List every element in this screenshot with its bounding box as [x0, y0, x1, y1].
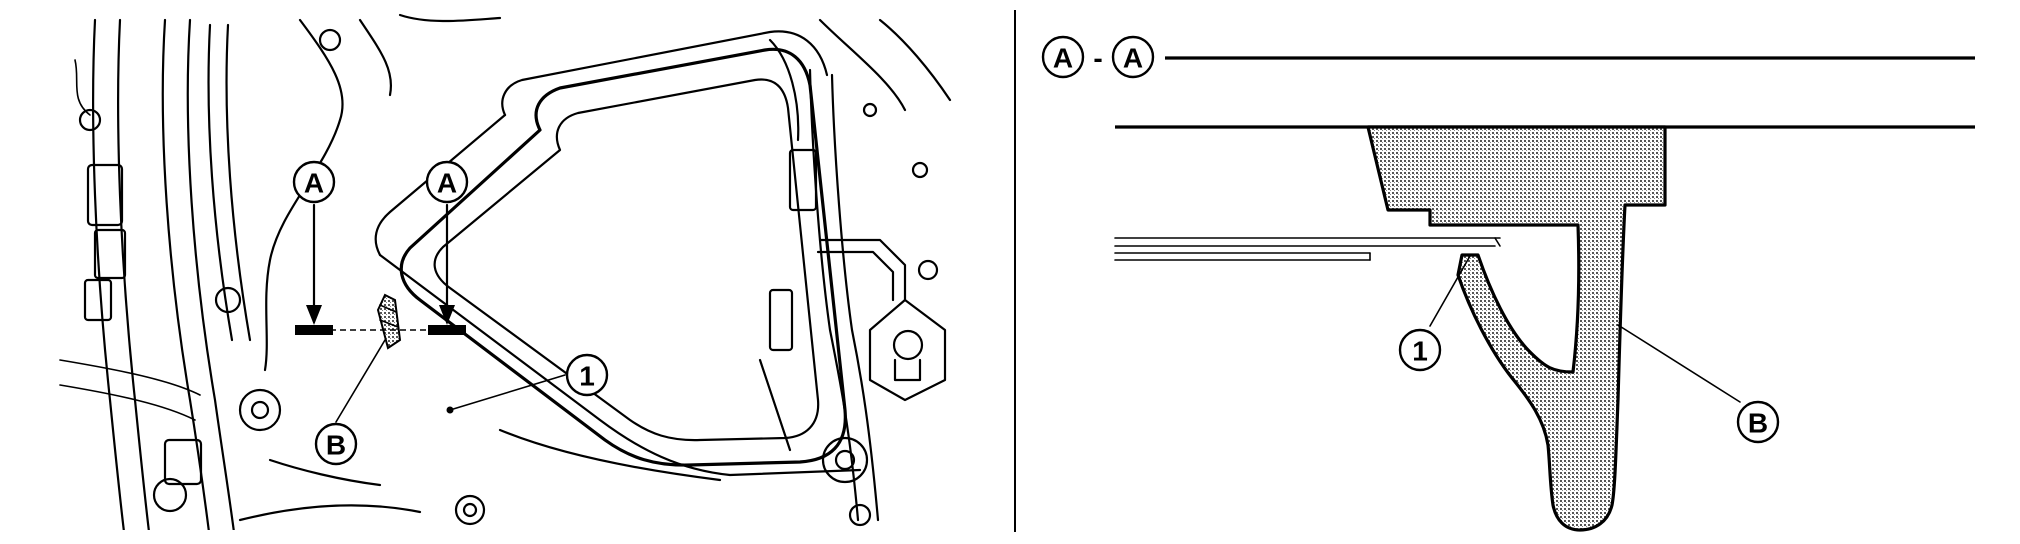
callout-part-1-right: 1: [1398, 328, 1442, 372]
leader-part-b: [335, 339, 386, 423]
harness-connector: [86, 163, 124, 227]
svg-text:B: B: [1748, 408, 1768, 439]
callout-part-1-left: 1: [565, 353, 609, 397]
door-panel-view: [59, 13, 952, 530]
svg-text:1: 1: [1412, 336, 1428, 367]
leader-part-1-right: [1429, 255, 1471, 327]
section-line-a-a: [295, 203, 466, 335]
section-title-a1: A: [1053, 43, 1073, 74]
seal-channel: [758, 68, 907, 522]
section-title-dash: -: [1093, 43, 1102, 74]
wire-harness: [59, 18, 252, 530]
panel-holes: [214, 28, 939, 527]
section-mark-left: [295, 325, 333, 335]
weatherstrip-marker: [376, 293, 402, 350]
section-title: A - A: [1041, 35, 1155, 79]
callout-a-left: A: [292, 160, 336, 204]
section-mark-right: [428, 325, 466, 335]
svg-text:A: A: [304, 168, 324, 199]
svg-text:B: B: [326, 430, 346, 461]
leader-part-b-right: [1617, 324, 1741, 403]
callout-part-b-left: B: [314, 422, 358, 466]
section-title-a2: A: [1123, 43, 1143, 74]
svg-text:1: 1: [579, 361, 595, 392]
weatherstrip-section: [1366, 125, 1667, 532]
door-clip: [868, 298, 947, 402]
callout-a-right: A: [425, 160, 469, 204]
callout-part-b-right: B: [1736, 400, 1780, 444]
panel-contours: [238, 13, 952, 522]
harness-clip: [163, 438, 203, 486]
leader-part-1: [449, 374, 566, 411]
glass-edge: [1114, 237, 1501, 261]
svg-text:A: A: [437, 168, 457, 199]
